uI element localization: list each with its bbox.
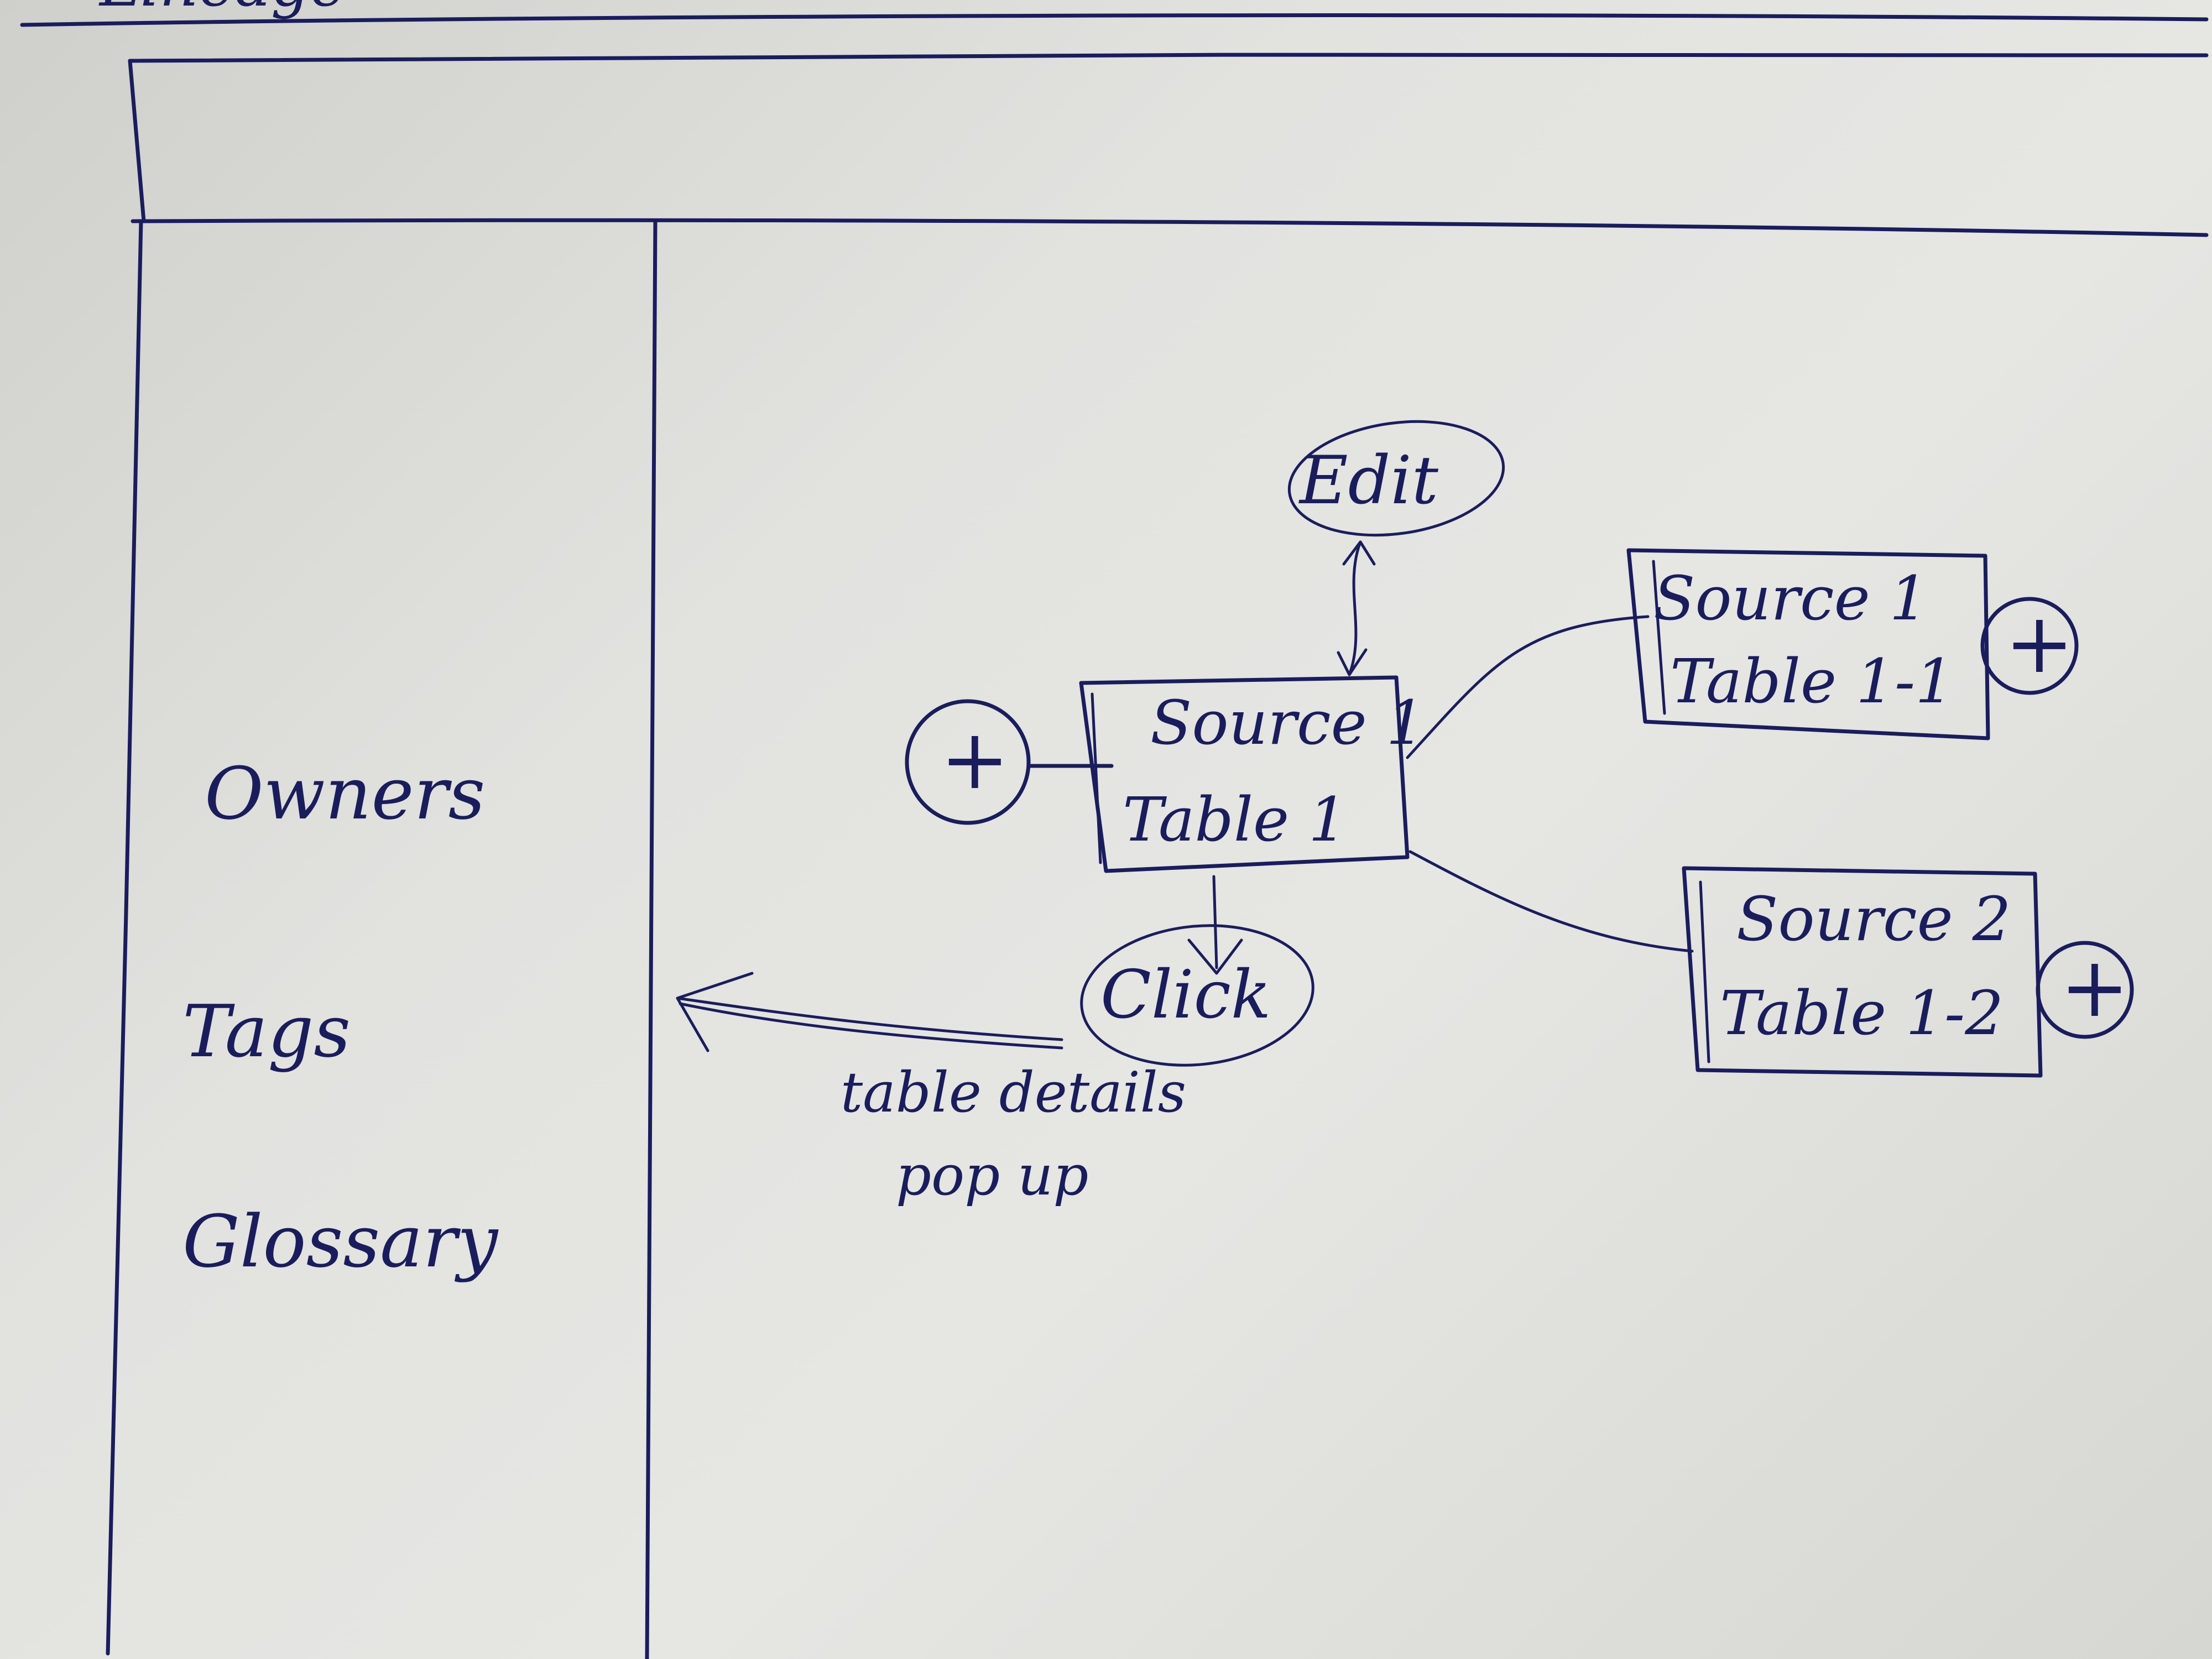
- click-arrow: [1187, 875, 1243, 975]
- lineage-node-table-1-2[interactable]: Source 2 Table 1-2: [1682, 866, 2043, 1078]
- node-table-label: Table 1-2: [1720, 978, 2004, 1048]
- edge-to-table-1-2: [1408, 850, 1694, 953]
- sidebar-left-edge: [106, 219, 143, 1656]
- popup-annotation: table details pop up: [841, 1060, 1186, 1208]
- header-left-edge: [128, 59, 146, 223]
- sidebar-item-label: Glossary: [182, 1199, 499, 1284]
- click-label: Click: [1100, 957, 1271, 1034]
- header-top-line: [128, 52, 2209, 63]
- lineage-node-table-1-1[interactable]: Source 1 Table 1-1: [1626, 548, 1990, 740]
- sidebar-item-tags[interactable]: Tags: [182, 989, 351, 1073]
- plus-icon: +: [940, 712, 1010, 808]
- expand-upstream-button[interactable]: +: [905, 699, 1114, 825]
- sidebar-right-edge: [645, 219, 658, 1659]
- expand-downstream-button-2[interactable]: +: [2036, 940, 2134, 1039]
- annotation-line-1: table details: [841, 1060, 1186, 1125]
- edit-link-arrow: [1337, 540, 1376, 676]
- node-source-label: Source 2: [1736, 884, 2011, 954]
- annotation-line-2: pop up: [896, 1143, 1088, 1208]
- node-source-label: Source 1: [1150, 687, 1425, 758]
- popup-arrow: [676, 972, 1063, 1052]
- plus-icon: +: [2060, 940, 2130, 1036]
- node-table-label: Table 1-1: [1670, 646, 1954, 717]
- edge-to-table-1-1: [1406, 615, 1650, 759]
- sidebar-item-owners[interactable]: Owners: [205, 752, 485, 836]
- window-title: Lineage: [98, 0, 346, 20]
- click-bubble[interactable]: Click: [1074, 915, 1320, 1077]
- sidebar-item-label: Owners: [205, 752, 485, 836]
- edit-bubble[interactable]: Edit: [1282, 409, 1511, 548]
- top-edge-line: [20, 13, 2209, 27]
- header-bottom-line: [131, 218, 2209, 237]
- lineage-node-main[interactable]: Source 1 Table 1: [1079, 675, 1425, 873]
- sidebar-item-glossary[interactable]: Glossary: [182, 1199, 499, 1284]
- edit-label: Edit: [1298, 442, 1439, 519]
- node-source-label: Source 1: [1653, 563, 1928, 634]
- node-table-label: Table 1: [1123, 784, 1347, 855]
- sidebar-item-label: Tags: [182, 989, 351, 1073]
- expand-downstream-button-1[interactable]: +: [1980, 596, 2079, 695]
- plus-icon: +: [2005, 596, 2074, 692]
